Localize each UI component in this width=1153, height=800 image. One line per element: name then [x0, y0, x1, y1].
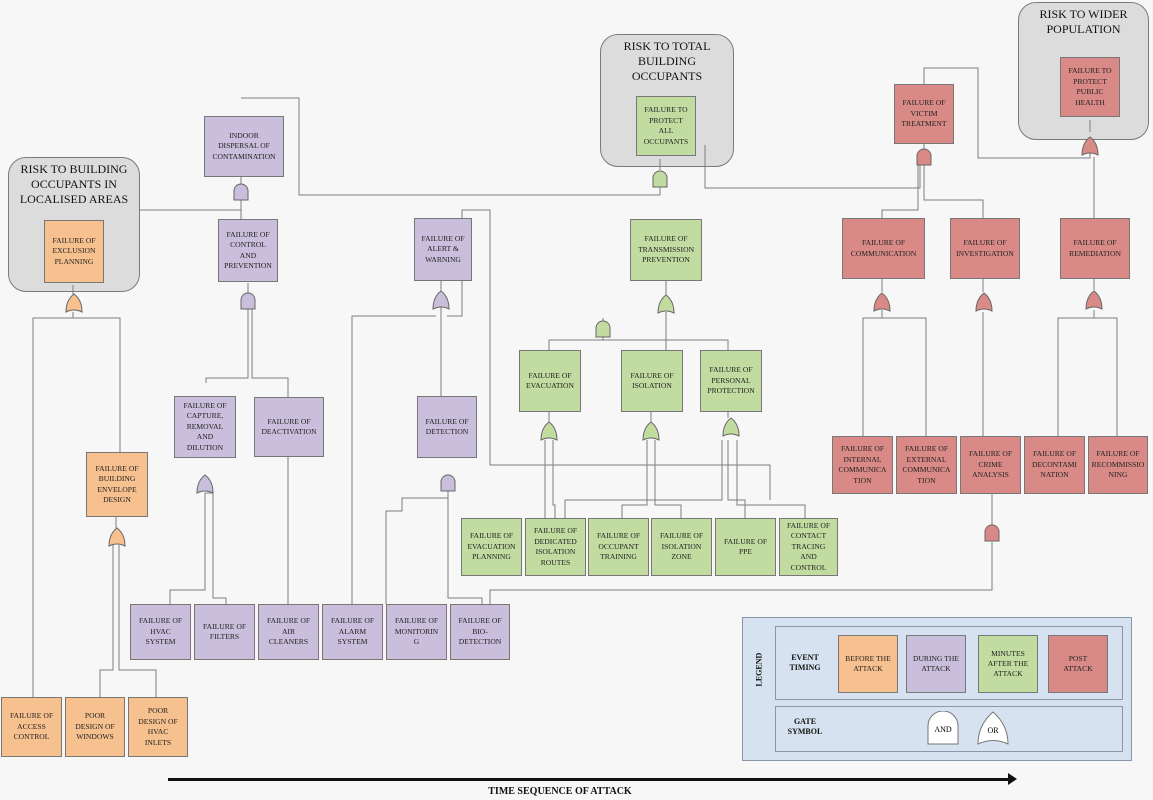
node-capture-removal-dilution[interactable]: FAILURE OF CAPTURE, REMOVAL AND DILUTION [174, 396, 236, 458]
node-access-control[interactable]: FAILURE OF ACCESS CONTROL [1, 697, 62, 757]
legend-before-attack: BEFORE THE ATTACK [838, 635, 898, 693]
node-transmission-prevention[interactable]: FAILURE OF TRANSMISSION PREVENTION [630, 219, 702, 281]
and-gate-icon [916, 148, 932, 166]
node-control-prevention[interactable]: FAILURE OF CONTROL AND PREVENTION [218, 219, 278, 282]
node-personal-protection[interactable]: FAILURE OF PERSONAL PROTECTION [700, 350, 762, 412]
and-gate-icon [595, 320, 611, 338]
node-investigation[interactable]: FAILURE OF INVESTIGATION [950, 218, 1020, 279]
zone-wider-population-label: RISK TO WIDER POPULATION [1039, 7, 1128, 36]
or-gate-icon [873, 292, 891, 312]
or-gate-icon [108, 527, 126, 547]
node-indoor-dispersal[interactable]: INDOOR DISPERSAL OF CONTAMINATION [204, 116, 284, 177]
or-gate-icon [642, 421, 660, 441]
and-gate-icon [652, 170, 668, 188]
node-alarm-system[interactable]: FAILURE OF ALARM SYSTEM [322, 604, 383, 660]
node-protect-all-occupants[interactable]: FAILURE TO PROTECT ALL OCCUPANTS [636, 96, 696, 156]
legend-gate-symbol-label: GATE SYMBOL [787, 717, 823, 736]
and-gate-icon [927, 711, 959, 745]
node-alert-warning[interactable]: FAILURE OF ALERT & WARNING [414, 218, 472, 281]
legend: LEGEND EVENT TIMING BEFORE THE ATTACK DU… [742, 617, 1132, 761]
legend-title: LEGEND [754, 652, 764, 687]
and-gate-icon [984, 524, 1000, 542]
node-building-envelope-design[interactable]: FAILURE OF BUILDING ENVELOPE DESIGN [86, 452, 148, 517]
node-poor-design-hvac-inlets[interactable]: POOR DESIGN OF HVAC INLETS [128, 697, 188, 757]
timeline-label: TIME SEQUENCE OF ATTACK [488, 786, 632, 797]
legend-gate-symbol-row: GATE SYMBOL AND OR [775, 706, 1123, 752]
legend-minutes-after-attack: MINUTES AFTER THE ATTACK [978, 635, 1038, 693]
timeline-arrow [168, 778, 1010, 781]
legend-event-timing-label: EVENT TIMING [789, 653, 821, 672]
or-gate-label: OR [987, 726, 999, 735]
or-gate-icon [196, 474, 214, 494]
and-gate-icon [440, 474, 456, 492]
node-occupant-training[interactable]: FAILURE OF OCCUPANT TRAINING [588, 518, 649, 576]
legend-event-timing-row: EVENT TIMING BEFORE THE ATTACK DURING TH… [775, 626, 1123, 700]
node-crime-analysis[interactable]: FAILURE OF CRIME ANALYSIS [960, 436, 1021, 494]
node-remediation[interactable]: FAILURE OF REMEDIATION [1060, 218, 1130, 279]
node-isolation-zone[interactable]: FAILURE OF ISOLATION ZONE [651, 518, 712, 576]
node-communication[interactable]: FAILURE OF COMMUNICATION [842, 218, 925, 279]
node-contact-tracing[interactable]: FAILURE OF CONTACT TRACING AND CONTROL [779, 518, 838, 576]
and-gate-icon [233, 183, 249, 201]
node-monitoring[interactable]: FAILURE OF MONITORIN G [386, 604, 447, 660]
and-gate-label: AND [934, 725, 952, 734]
node-evacuation[interactable]: FAILURE OF EVACUATION [519, 350, 581, 412]
node-deactivation[interactable]: FAILURE OF DEACTIVATION [254, 397, 324, 457]
node-air-cleaners[interactable]: FAILURE OF AIR CLEANERS [258, 604, 319, 660]
node-exclusion-planning[interactable]: FAILURE OF EXCLUSION PLANNING [44, 220, 104, 283]
or-gate-icon [540, 421, 558, 441]
and-gate-icon [240, 292, 256, 310]
node-detection[interactable]: FAILURE OF DETECTION [417, 396, 477, 458]
node-ppe[interactable]: FAILURE OF PPE [715, 518, 776, 576]
or-gate-icon [977, 711, 1009, 745]
node-external-communication[interactable]: FAILURE OF EXTERNAL COMMUNICA TION [896, 436, 957, 494]
or-gate-icon [1081, 136, 1099, 156]
or-gate-icon [65, 293, 83, 313]
node-poor-design-windows[interactable]: POOR DESIGN OF WINDOWS [65, 697, 125, 757]
node-hvac-system[interactable]: FAILURE OF HVAC SYSTEM [130, 604, 191, 660]
node-isolation[interactable]: FAILURE OF ISOLATION [621, 350, 683, 412]
node-evacuation-planning[interactable]: FAILURE OF EVACUATION PLANNING [461, 518, 522, 576]
zone-total-building-occupants-label: RISK TO TOTAL BUILDING OCCUPANTS [623, 39, 711, 83]
node-dedicated-isolation-routes[interactable]: FAILURE OF DEDICATED ISOLATION ROUTES [525, 518, 586, 576]
node-decontamination[interactable]: FAILURE OF DECONTAMI NATION [1024, 436, 1085, 494]
or-gate-icon [432, 290, 450, 310]
legend-post-attack: POST ATTACK [1048, 635, 1108, 693]
node-victim-treatment[interactable]: FAILURE OF VICTIM TREATMENT [894, 84, 954, 144]
or-gate-icon [722, 417, 740, 437]
legend-during-attack: DURING THE ATTACK [906, 635, 966, 693]
node-filters[interactable]: FAILURE OF FILTERS [194, 604, 255, 660]
node-bio-detection[interactable]: FAILURE OF BIO- DETECTION [450, 604, 510, 660]
timeline-arrowhead-icon [1008, 773, 1017, 785]
zone-localised-areas-label: RISK TO BUILDING OCCUPANTS IN LOCALISED … [19, 162, 129, 206]
node-recommissioning[interactable]: FAILURE OF RECOMMISSIO NING [1088, 436, 1148, 494]
or-gate-icon [975, 292, 993, 312]
or-gate-icon [657, 294, 675, 314]
node-internal-communication[interactable]: FAILURE OF INTERNAL COMMUNICA TION [832, 436, 893, 494]
or-gate-icon [1085, 290, 1103, 310]
node-protect-public-health[interactable]: FAILURE TO PROTECT PUBLIC HEALTH [1060, 57, 1120, 117]
